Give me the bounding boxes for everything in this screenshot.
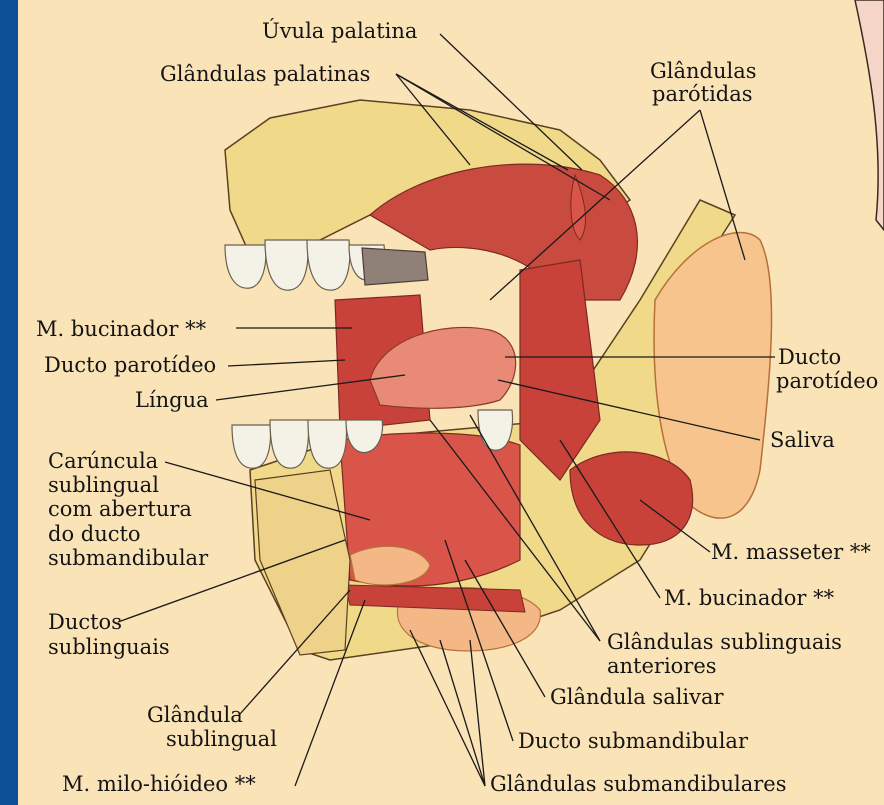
- label-anterior-sublingual-line2: anteriores: [607, 655, 717, 678]
- label-parotid-glands-line1: Glândulas: [650, 60, 757, 83]
- label-saliva: Saliva: [770, 429, 835, 452]
- label-buccinator-left: M. bucinador **: [36, 318, 206, 341]
- label-submandibular-glands: Glândulas submandibulares: [490, 773, 787, 796]
- label-parotid-duct-left: Ducto parotídeo: [44, 354, 216, 377]
- label-caruncle-line5: submandibular: [48, 547, 208, 570]
- label-anterior-sublingual-line1: Glândulas sublinguais: [607, 631, 842, 654]
- label-parotid-glands-line2: parótidas: [652, 83, 753, 106]
- label-sublingual-gland-line2: sublingual: [166, 728, 277, 751]
- label-submandibular-duct: Ducto submandibular: [518, 730, 748, 753]
- label-caruncle-line2: sublingual: [48, 474, 159, 497]
- label-sublingual-gland-line1: Glândula: [147, 704, 243, 727]
- label-buccinator-right: M. bucinador **: [664, 587, 834, 610]
- label-sublingual-ducts-line1: Ductos: [48, 611, 122, 634]
- label-tongue: Língua: [135, 389, 209, 412]
- mandible-section: [255, 470, 350, 655]
- label-masseter: M. masseter **: [711, 541, 871, 564]
- label-uvula: Úvula palatina: [262, 20, 417, 43]
- label-caruncle-line1: Carúncula: [48, 450, 158, 473]
- label-mylohyoid: M. milo-hióideo **: [62, 773, 256, 796]
- upper-teeth: [225, 240, 384, 290]
- label-parotid-duct-right-line1: Ducto: [778, 346, 841, 369]
- label-salivary-gland: Glândula salivar: [550, 686, 724, 709]
- cheek-skin-edge: [855, 0, 884, 230]
- label-caruncle-line3: com abertura: [48, 498, 192, 521]
- label-parotid-duct-right-line2: parotídeo: [776, 370, 878, 393]
- label-sublingual-ducts-line2: sublinguais: [48, 636, 170, 659]
- label-palatine-glands: Glândulas palatinas: [160, 63, 370, 86]
- label-caruncle-line4: do ducto: [48, 523, 141, 546]
- upper-gray-tooth: [362, 248, 428, 285]
